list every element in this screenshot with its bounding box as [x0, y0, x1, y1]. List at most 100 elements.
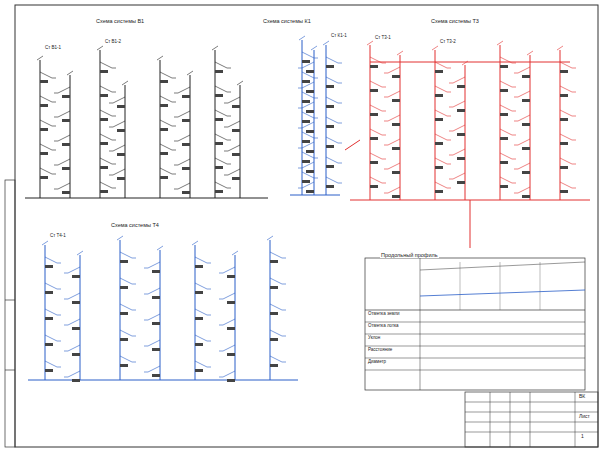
riser-tag: [100, 142, 108, 145]
riser-tag: [62, 167, 70, 170]
riser-tag: [152, 296, 160, 299]
pipe-line: [465, 432, 598, 433]
pipe-line: [388, 67, 400, 73]
riser-tag: [195, 291, 203, 294]
pipe-line: [298, 88, 302, 89]
pipe-line: [447, 116, 451, 117]
pipe-line: [120, 278, 132, 284]
pipe-line: [512, 111, 516, 112]
pipe-line: [435, 62, 447, 68]
riser-tag: [182, 119, 190, 122]
riser-tag: [215, 190, 223, 193]
pipe-line: [215, 110, 227, 116]
pipe-line: [45, 257, 57, 263]
pipe-line: [460, 262, 461, 310]
pipe-line: [338, 83, 342, 84]
table-cell: Лист: [578, 414, 591, 420]
riser-tag: [500, 161, 508, 164]
riser-tag: [227, 353, 235, 356]
pipe-line: [302, 142, 314, 148]
riser-tag: [522, 123, 530, 126]
pipe-line: [223, 267, 235, 273]
riser-tag: [392, 147, 400, 150]
pipe-line: [109, 175, 113, 176]
pipe-line: [97, 46, 103, 50]
pipe-line: [40, 144, 52, 150]
pipe-line: [572, 140, 576, 141]
riser-tag: [500, 65, 508, 68]
riser-tag: [215, 118, 223, 121]
pipe-line: [518, 91, 530, 97]
pipe-line: [132, 258, 136, 259]
pipe-line: [270, 304, 282, 310]
riser-tag: [435, 118, 443, 121]
schematic-title: Продольный профиль: [380, 252, 439, 258]
pipe-line: [224, 175, 228, 176]
schematic-title: Схема системы К1: [262, 18, 312, 24]
pipe-line: [172, 102, 176, 103]
pipe-line: [109, 151, 113, 152]
riser-tag: [182, 143, 190, 146]
pipe-line: [384, 121, 388, 122]
pipe-line: [384, 169, 388, 170]
riser-tag: [457, 85, 465, 88]
pipe-line: [223, 345, 235, 351]
pipe-line: [58, 183, 70, 189]
riser-tag: [326, 65, 334, 68]
pipe-line: [120, 330, 132, 336]
pipe-line: [512, 63, 516, 64]
pipe-line: [338, 63, 342, 64]
riser-tag: [270, 286, 278, 289]
riser-tag: [45, 317, 53, 320]
pipe-line: [52, 102, 56, 103]
pipe-line: [500, 262, 501, 310]
pipe-line: [148, 288, 160, 294]
riser-tag: [45, 265, 53, 268]
riser-tag: [522, 99, 530, 102]
riser-tag: [370, 161, 378, 164]
riser-tag: [40, 104, 48, 107]
pipe-line: [148, 340, 160, 346]
pipe-line: [160, 96, 172, 102]
pipe-line: [384, 97, 388, 98]
pipe-line: [370, 45, 371, 200]
pipe-line: [572, 116, 576, 117]
pipe-line: [232, 251, 238, 255]
riser-label: Ст К1-1: [330, 34, 348, 39]
pipe-line: [68, 345, 80, 351]
pipe-line: [449, 179, 453, 180]
riser-tag: [227, 301, 235, 304]
pipe-line: [144, 320, 148, 321]
pipe-line: [212, 46, 218, 50]
pipe-line: [132, 310, 136, 311]
riser-tag: [560, 166, 568, 169]
riser-tag: [560, 142, 568, 145]
pipe-line: [215, 182, 227, 188]
pipe-line: [500, 105, 512, 111]
pipe-line: [113, 97, 125, 103]
riser-tag: [45, 343, 53, 346]
pipe-line: [267, 236, 273, 240]
pipe-line: [100, 134, 112, 140]
pipe-line: [514, 73, 518, 74]
pipe-line: [514, 121, 518, 122]
pipe-line: [54, 189, 58, 190]
pipe-line: [365, 346, 585, 347]
riser-tag: [392, 195, 400, 198]
pipe-line: [64, 325, 68, 326]
riser-tag: [522, 147, 530, 150]
pipe-line: [215, 62, 227, 68]
schematic-title: Схема системы В1: [95, 18, 145, 24]
pipe-line: [384, 73, 388, 74]
pipe-line: [40, 96, 52, 102]
riser-tag: [306, 130, 314, 133]
riser-tag: [500, 113, 508, 116]
riser-tag: [500, 185, 508, 188]
riser-tag: [306, 170, 314, 173]
pipe-line: [45, 335, 57, 341]
riser-tag: [270, 312, 278, 315]
pipe-line: [58, 159, 70, 165]
pipe-line: [223, 319, 235, 325]
